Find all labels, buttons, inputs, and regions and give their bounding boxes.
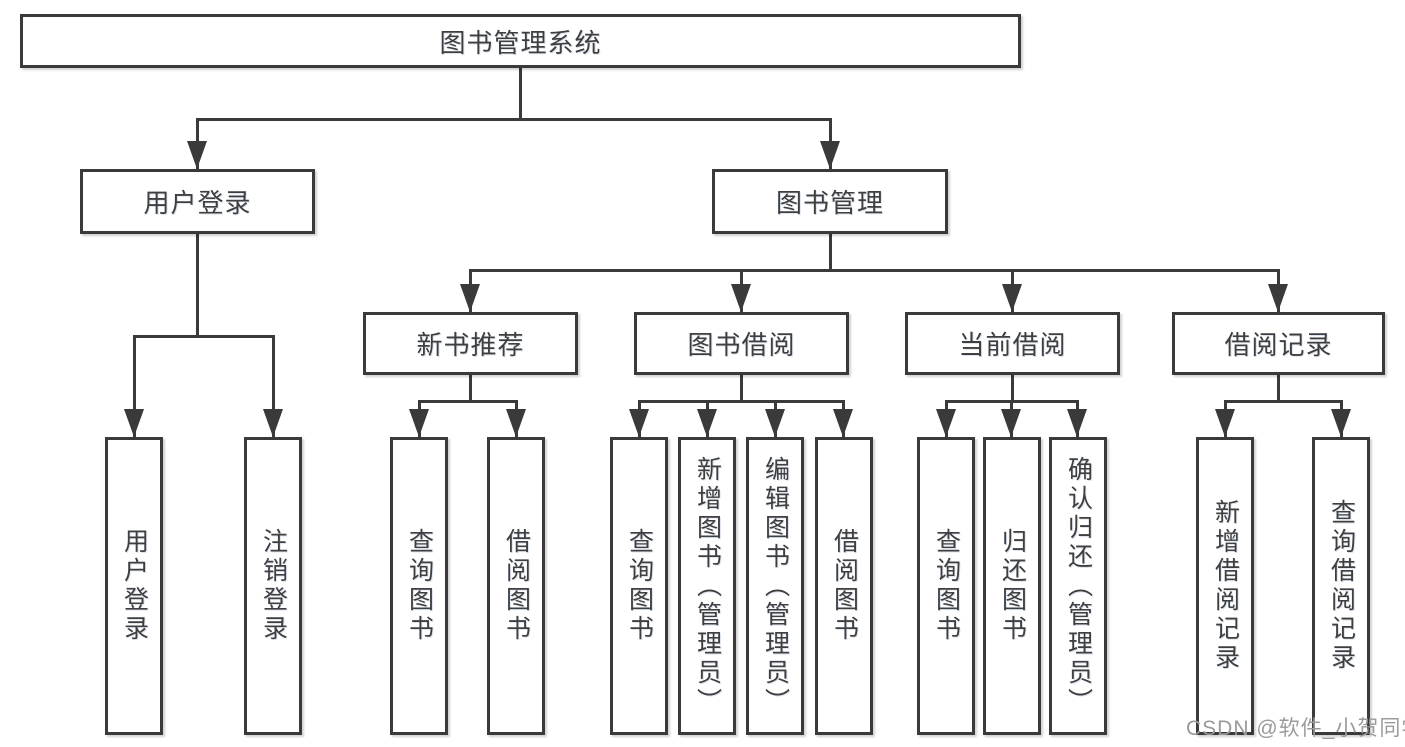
arrowhead-down-icon	[1268, 284, 1288, 312]
diagram-node-book-mgmt: 图书管理	[712, 169, 948, 234]
node-label: 查询图书	[625, 528, 654, 644]
arrowhead-down-icon	[833, 409, 853, 437]
node-label: 新增借阅记录	[1211, 499, 1240, 673]
node-label: 确认归还（管理员）	[1064, 455, 1093, 717]
node-label: 查询图书	[405, 528, 434, 644]
connector-line	[829, 234, 832, 272]
node-label: 查询图书	[932, 528, 961, 644]
node-label: 当前借阅	[958, 330, 1067, 360]
diagram-node-login: 用户登录	[105, 437, 163, 735]
connector-line	[418, 400, 518, 403]
diagram-node-current-borrow: 当前借阅	[905, 312, 1120, 375]
connector-line	[638, 400, 845, 403]
diagram-node-bb-edit-book: 编辑图书（管理员）	[746, 437, 804, 735]
connector-line	[1011, 375, 1014, 403]
node-label: 图书借阅	[687, 330, 796, 360]
connector-line	[196, 118, 831, 121]
arrowhead-down-icon	[1067, 409, 1087, 437]
diagram-node-rec-borrow-book: 借阅图书	[487, 437, 545, 735]
csdn-watermark: CSDN @软件_小贺同学	[1186, 717, 1405, 740]
node-label: 注销登录	[259, 528, 288, 644]
connector-line	[196, 234, 199, 338]
arrowhead-down-icon	[124, 409, 144, 437]
arrowhead-down-icon	[1215, 409, 1235, 437]
node-label: 图书管理	[775, 188, 884, 218]
node-label: 新书推荐	[416, 330, 525, 360]
diagram-node-cb-confirm-return: 确认归还（管理员）	[1049, 437, 1107, 735]
diagram-node-logout: 注销登录	[244, 437, 302, 735]
node-label: 借阅记录	[1224, 330, 1333, 360]
node-label: 编辑图书（管理员）	[761, 455, 790, 717]
node-label: 图书管理系统	[439, 27, 602, 58]
diagram-node-bb-query-book: 查询图书	[610, 437, 668, 735]
diagram-node-bb-borrow-book: 借阅图书	[815, 437, 873, 735]
arrowhead-down-icon	[263, 409, 283, 437]
diagram-node-root: 图书管理系统	[20, 14, 1021, 68]
diagram-node-br-query-record: 查询借阅记录	[1312, 437, 1370, 735]
node-label: 查询借阅记录	[1327, 499, 1356, 673]
connector-line	[133, 335, 136, 437]
node-label: 借阅图书	[830, 528, 859, 644]
node-label: 归还图书	[998, 528, 1027, 644]
connector-line	[519, 68, 522, 121]
arrowhead-down-icon	[1002, 284, 1022, 312]
arrowhead-down-icon	[1001, 409, 1021, 437]
diagram-node-new-book-rec: 新书推荐	[363, 312, 578, 375]
arrowhead-down-icon	[629, 409, 649, 437]
arrowhead-down-icon	[731, 284, 751, 312]
diagram-node-br-add-record: 新增借阅记录	[1196, 437, 1254, 735]
arrowhead-down-icon	[460, 284, 480, 312]
connector-line	[469, 269, 1280, 272]
arrowhead-down-icon	[765, 409, 785, 437]
connector-line	[272, 335, 275, 437]
diagram-node-borrow-records: 借阅记录	[1172, 312, 1385, 375]
connector-line	[469, 375, 472, 403]
diagram-node-bb-add-book: 新增图书（管理员）	[678, 437, 736, 735]
diagram-node-cb-return-book: 归还图书	[983, 437, 1041, 735]
node-label: 用户登录	[120, 528, 149, 644]
connector-line	[740, 375, 743, 403]
diagram-node-user-login: 用户登录	[80, 169, 315, 234]
connector-line	[1224, 400, 1342, 403]
node-label: 新增图书（管理员）	[693, 455, 722, 717]
diagram-node-cb-query-book: 查询图书	[917, 437, 975, 735]
arrowhead-down-icon	[697, 409, 717, 437]
arrowhead-down-icon	[187, 141, 207, 169]
arrowhead-down-icon	[936, 409, 956, 437]
arrowhead-down-icon	[409, 409, 429, 437]
connector-line	[133, 335, 274, 338]
connector-line	[1277, 375, 1280, 403]
node-label: 借阅图书	[502, 528, 531, 644]
node-label: 用户登录	[143, 188, 252, 218]
diagram-node-rec-query-book: 查询图书	[390, 437, 448, 735]
arrowhead-down-icon	[1331, 409, 1351, 437]
arrowhead-down-icon	[820, 141, 840, 169]
diagram-node-book-borrow: 图书借阅	[634, 312, 849, 375]
arrowhead-down-icon	[506, 409, 526, 437]
